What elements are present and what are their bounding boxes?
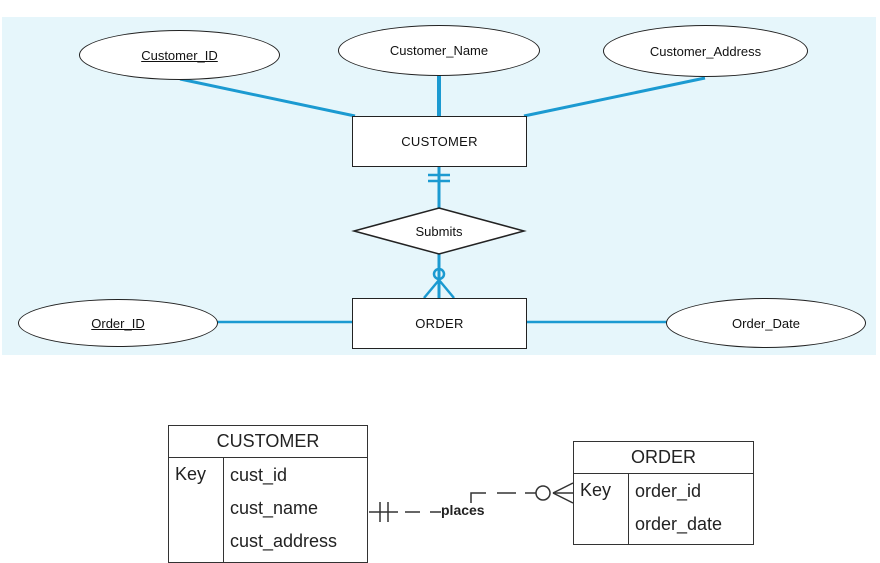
table-customer-key-label: Key (175, 464, 207, 484)
table-order-key-column: Key (574, 474, 629, 544)
entity-order-label: ORDER (415, 316, 464, 331)
attr-order-id: Order_ID (18, 299, 218, 347)
attr-order-id-label: Order_ID (91, 315, 145, 331)
table-order-title: ORDER (574, 442, 753, 474)
attr-customer-address-label: Customer_Address (649, 43, 762, 59)
table-order: ORDER Key order_id order_date (573, 441, 754, 545)
field-order-id: order_id (635, 481, 702, 501)
crow-1 (552, 482, 574, 494)
connector-customer-id (179, 77, 356, 118)
field-cust-address: cust_address (230, 531, 338, 551)
attr-customer-name: Customer_Name (338, 25, 540, 76)
entity-order: ORDER (352, 298, 527, 349)
connector-bend (470, 492, 486, 503)
relationship-places-label: places (441, 502, 485, 518)
crow-3 (552, 492, 574, 504)
field-cust-name: cust_name (230, 498, 319, 518)
entity-customer: CUSTOMER (352, 116, 527, 167)
attr-customer-name-label: Customer_Name (389, 43, 489, 58)
field-cust-id: cust_id (230, 465, 288, 485)
attr-customer-id: Customer_ID (79, 30, 280, 80)
field-order-date: order_date (635, 514, 723, 534)
attr-order-date: Order_Date (666, 298, 866, 348)
attr-customer-id-label: Customer_ID (141, 47, 218, 63)
crowfoot-left (423, 279, 440, 299)
zero-mark (432, 267, 446, 281)
table-customer-title: CUSTOMER (169, 426, 367, 458)
crowfoot-right (438, 279, 455, 299)
zero-circle (535, 485, 551, 501)
submits-diamond (351, 207, 527, 255)
entity-customer-label: CUSTOMER (401, 134, 478, 149)
relationship-submits-label: Submits (415, 224, 463, 239)
table-order-key-label: Key (580, 480, 612, 500)
attr-order-date-label: Order_Date (732, 315, 800, 331)
attr-customer-address: Customer_Address (603, 25, 808, 77)
table-customer: CUSTOMER Key cust_id cust_name cust_addr… (168, 425, 368, 563)
connector-customer-address (523, 76, 706, 118)
table-customer-key-column: Key (169, 458, 224, 562)
